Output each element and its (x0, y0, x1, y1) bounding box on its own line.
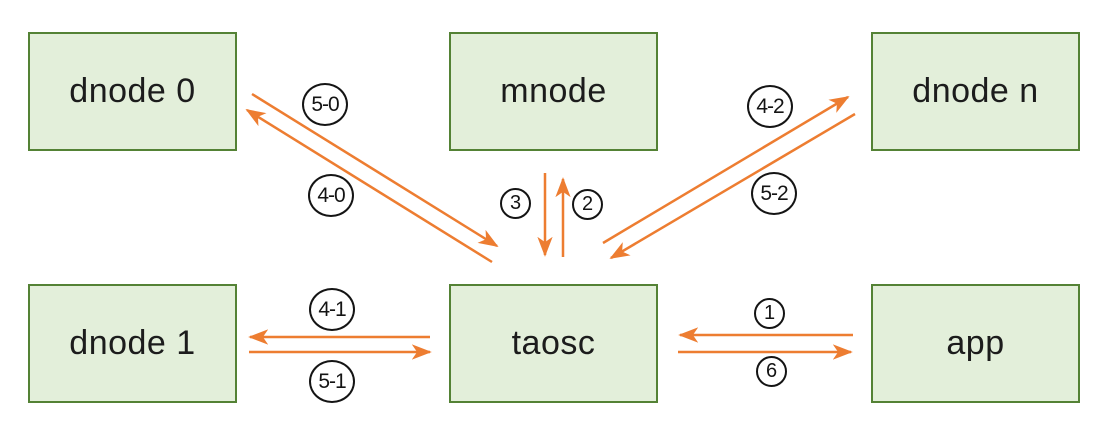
edge-label-1: 1 (754, 298, 785, 329)
edge-label-5-1: 5-1 (309, 360, 355, 403)
node-mnode: mnode (449, 32, 658, 151)
node-taosc-label: taosc (511, 324, 596, 362)
edge-label-2: 2 (572, 189, 603, 220)
node-taosc: taosc (449, 284, 658, 403)
edge-label-5-0: 5-0 (302, 83, 348, 126)
node-dnode-1: dnode 1 (28, 284, 237, 403)
node-dnode-n: dnode n (871, 32, 1080, 151)
node-dnode-0-label: dnode 0 (69, 72, 196, 110)
node-dnode-0: dnode 0 (28, 32, 237, 151)
node-mnode-label: mnode (500, 72, 607, 110)
arrow-5-2-dnoden-to-taosc (609, 112, 856, 260)
edge-label-4-2: 4-2 (747, 85, 793, 128)
node-dnode-1-label: dnode 1 (69, 324, 196, 362)
node-app-label: app (946, 324, 1005, 362)
arrow-4-0-taosc-to-dnode0 (245, 108, 493, 264)
node-dnode-n-label: dnode n (912, 72, 1039, 110)
edge-label-5-2: 5-2 (751, 172, 797, 215)
edge-label-6: 6 (756, 356, 787, 387)
node-app: app (871, 284, 1080, 403)
edge-label-4-0: 4-0 (308, 174, 354, 217)
edge-label-4-1: 4-1 (309, 288, 355, 331)
edge-label-3: 3 (500, 188, 531, 219)
arrow-5-0-dnode0-to-taosc (251, 92, 499, 248)
arrow-4-2-taosc-to-dnoden (602, 95, 850, 245)
